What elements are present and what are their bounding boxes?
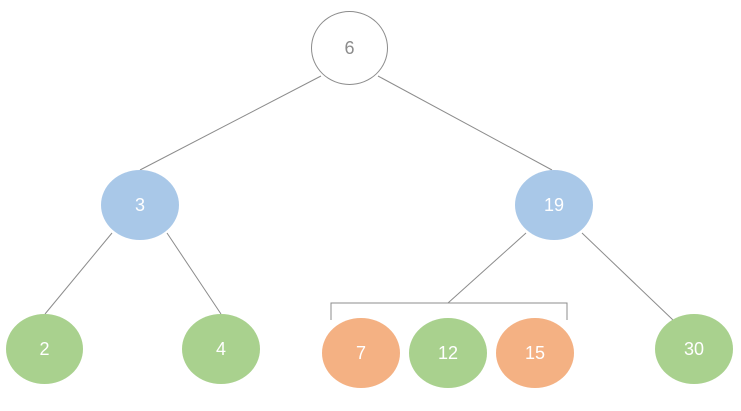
group-bracket bbox=[330, 302, 568, 320]
edge-6-3 bbox=[139, 75, 322, 171]
tree-node-leaf: 2 bbox=[6, 314, 83, 384]
node-value: 3 bbox=[134, 194, 145, 215]
tree-node-leaf: 4 bbox=[182, 314, 260, 384]
node-value: 4 bbox=[215, 338, 226, 359]
node-value: 19 bbox=[543, 194, 565, 215]
tree-node-leaf: 30 bbox=[655, 314, 733, 384]
tree-node-internal: 19 bbox=[515, 170, 593, 240]
edge-19-group bbox=[447, 232, 527, 304]
node-value: 30 bbox=[683, 338, 705, 359]
node-value: 2 bbox=[39, 338, 50, 359]
edge-6-19 bbox=[377, 75, 553, 171]
edge-3-4 bbox=[166, 232, 222, 315]
node-value: 12 bbox=[437, 342, 459, 363]
tree-node-highlighted: 15 bbox=[496, 318, 574, 388]
node-value: 7 bbox=[355, 342, 366, 363]
edge-19-30 bbox=[581, 232, 674, 321]
tree-node-leaf: 12 bbox=[409, 318, 487, 388]
tree-node-highlighted: 7 bbox=[322, 318, 400, 388]
tree-node-internal: 3 bbox=[101, 170, 179, 240]
node-value: 15 bbox=[524, 342, 546, 363]
node-value: 6 bbox=[344, 37, 355, 58]
tree-node-root: 6 bbox=[311, 11, 388, 85]
edge-3-2 bbox=[44, 232, 113, 315]
